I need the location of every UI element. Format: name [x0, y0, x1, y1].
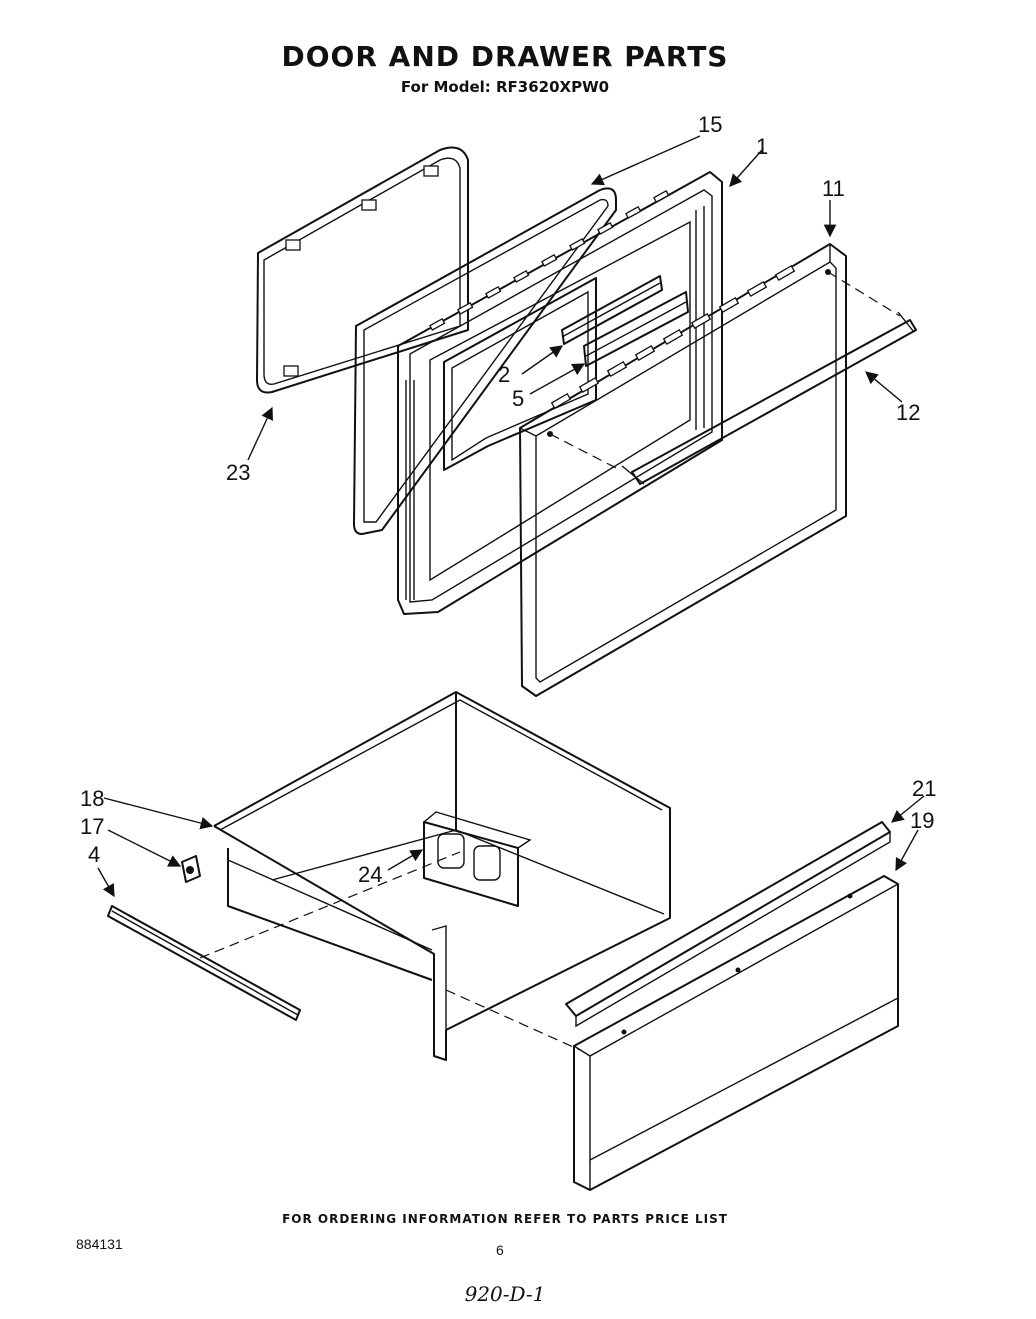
model-line: For Model: RF3620XPW0 [400, 78, 610, 96]
document-number: 884131 [76, 1236, 123, 1252]
callout-1: 1 [756, 134, 768, 159]
callout-17: 17 [80, 814, 104, 839]
ordering-note: FOR ORDERING INFORMATION REFER TO PARTS … [282, 1212, 728, 1226]
part-24-drawer-bracket [423, 811, 532, 907]
callout-12: 12 [896, 400, 920, 425]
part-5-door-bracket [583, 291, 689, 367]
part-12-door-handle [549, 271, 917, 485]
callout-leaders [97, 135, 925, 898]
part-15-door-gasket [353, 187, 617, 535]
part-11-outer-door-panel [519, 243, 847, 697]
page-number: 6 [496, 1242, 504, 1258]
page-title: DOOR AND DRAWER PARTS [281, 40, 729, 73]
callout-19: 19 [910, 808, 934, 833]
callout-5: 5 [512, 386, 524, 411]
callout-24: 24 [358, 862, 382, 887]
part-2-door-bracket [561, 275, 663, 345]
callout-21: 21 [912, 776, 936, 801]
handwritten-note: 920-D-1 [464, 1282, 546, 1306]
alignment-line [445, 989, 581, 1051]
alignment-line [199, 851, 461, 959]
callout-4: 4 [88, 842, 100, 867]
callout-15: 15 [698, 112, 722, 137]
part-21-drawer-front-strip [565, 821, 891, 1028]
callout-23: 23 [226, 460, 250, 485]
part-19-drawer-front-panel [573, 875, 899, 1191]
part-17-drawer-roller [181, 855, 201, 883]
drawer-body [213, 691, 671, 1061]
part-23-door-glass-frame [256, 146, 469, 394]
part-4-drawer-rail [107, 905, 301, 1021]
callout-18: 18 [80, 786, 104, 811]
part-1-inner-door-liner [397, 171, 723, 615]
callout-11: 11 [822, 176, 845, 201]
callout-2: 2 [498, 362, 510, 387]
